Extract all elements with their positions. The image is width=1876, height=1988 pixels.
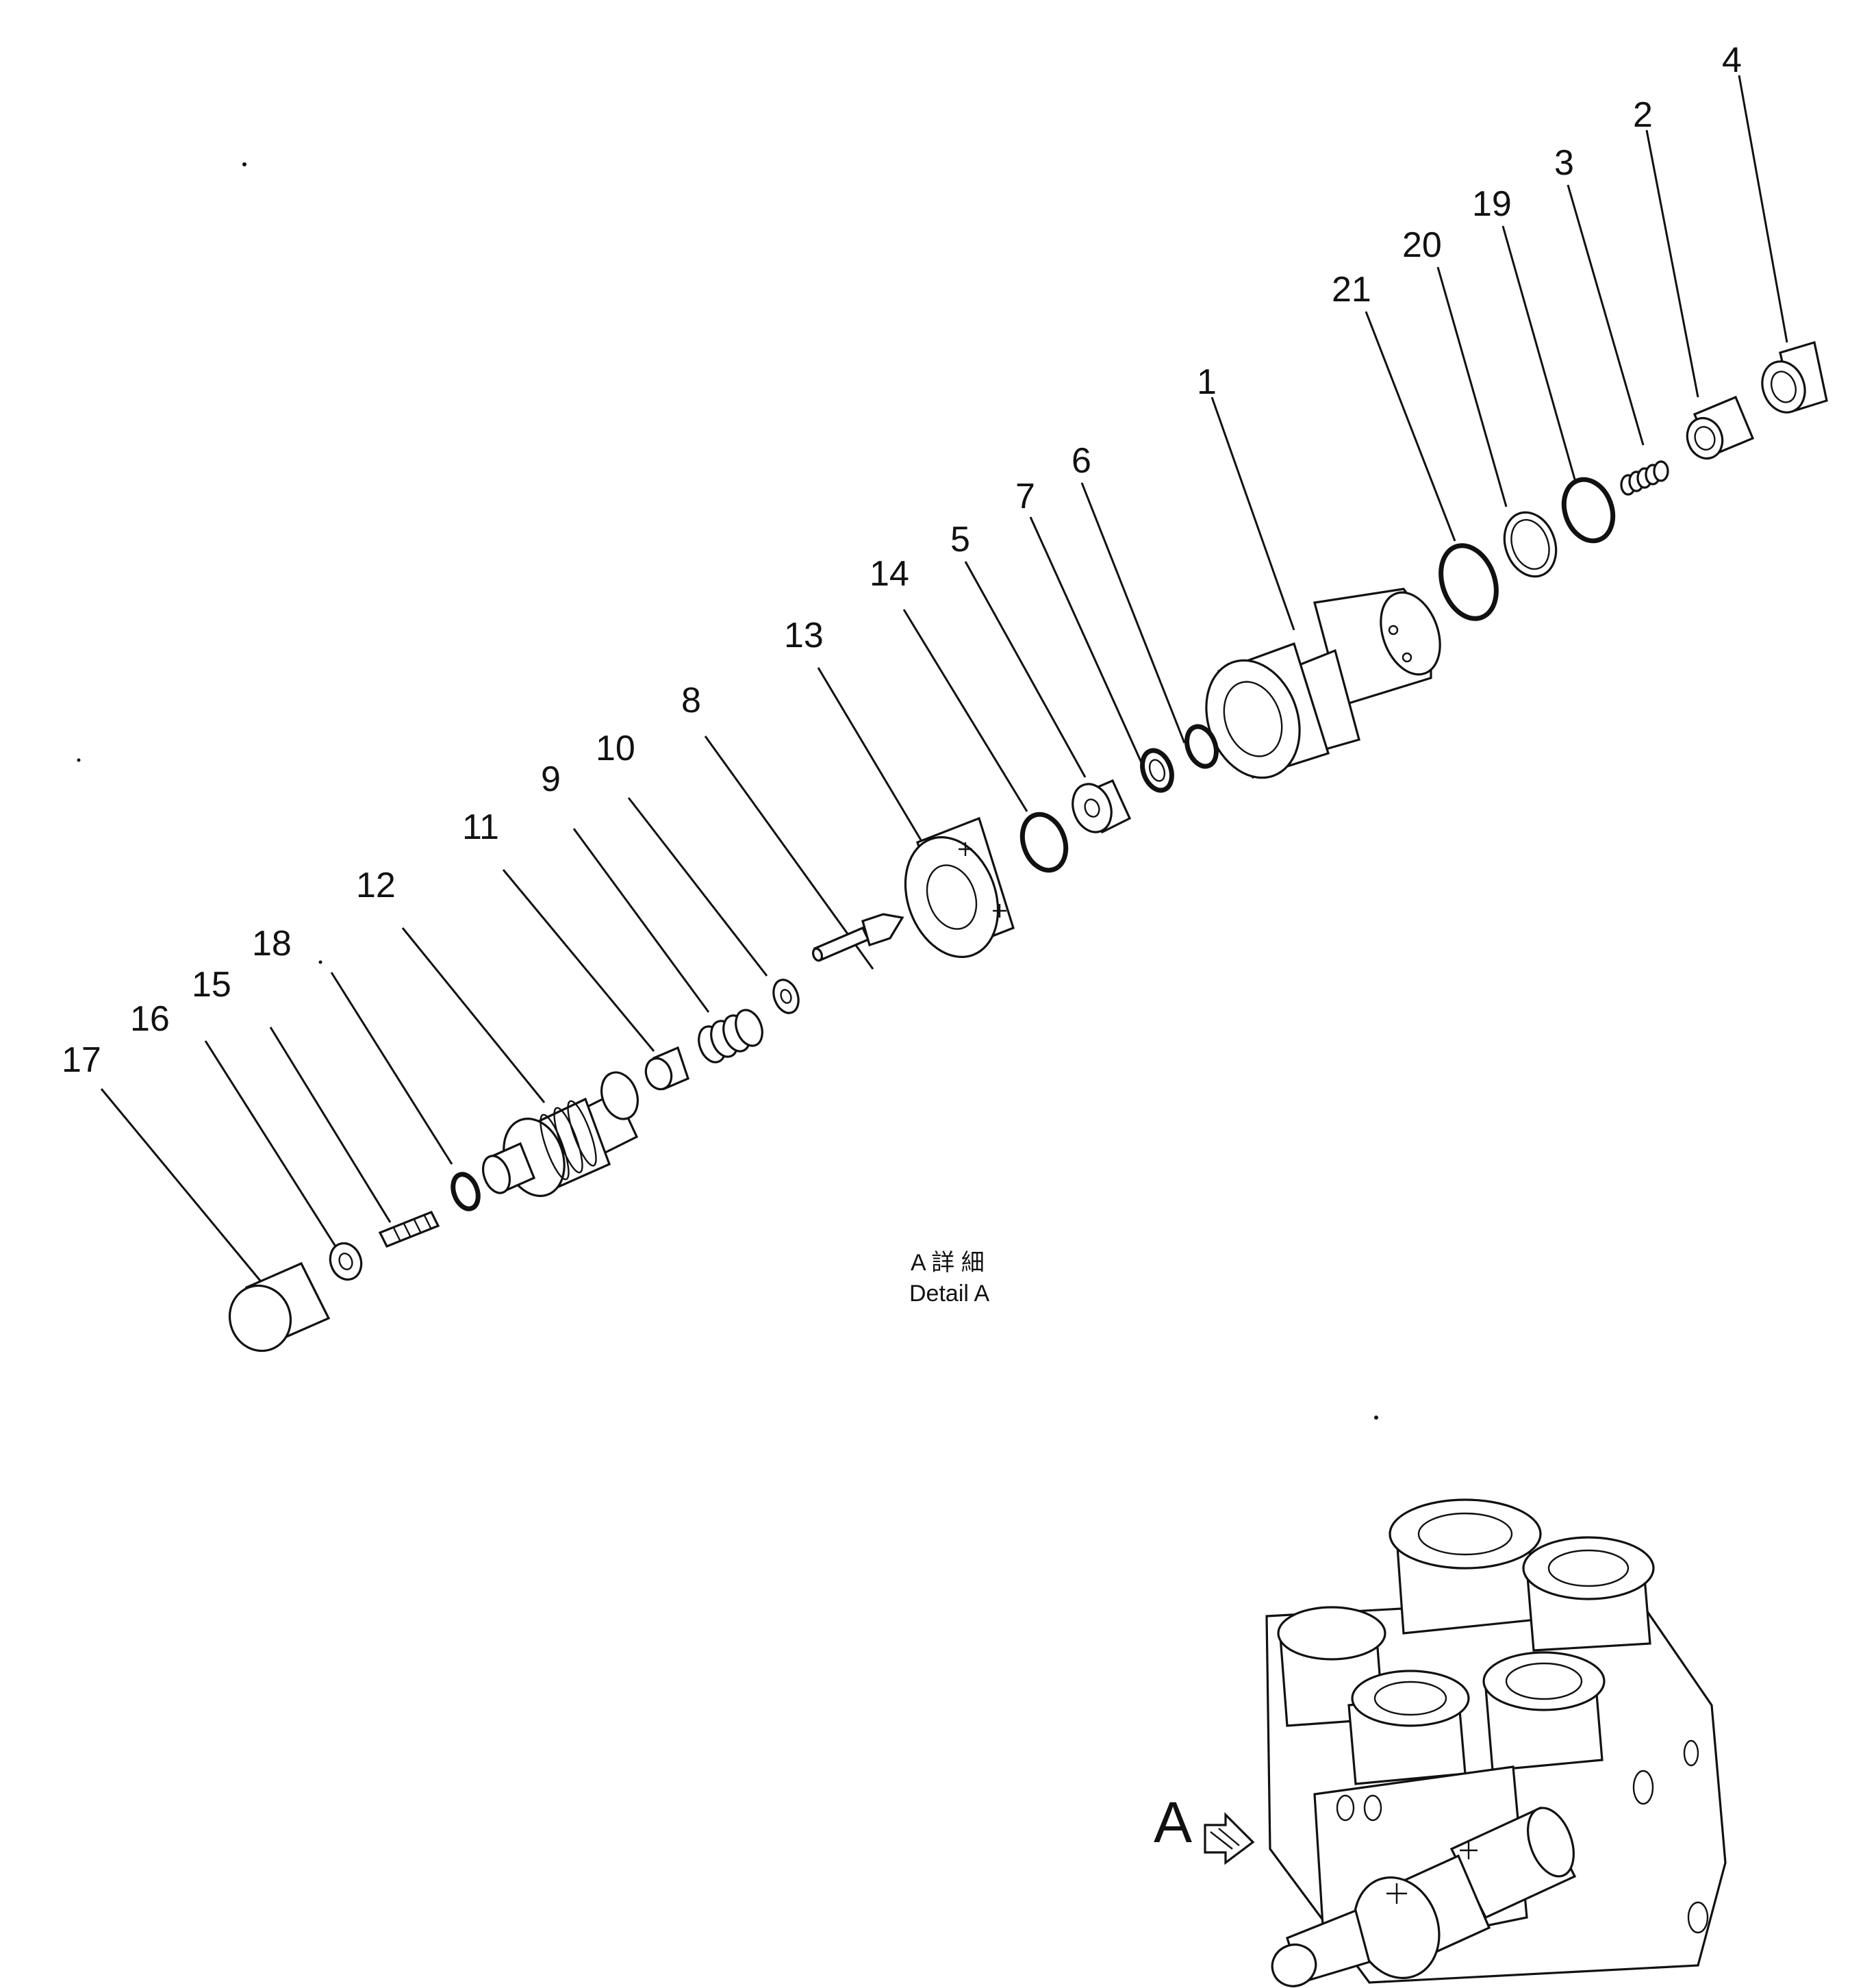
part-1-valve-sleeve: [1205, 588, 1441, 779]
callout-9: 9: [541, 759, 561, 799]
part-5-seat: [1072, 779, 1132, 834]
part-11-piston: [644, 1046, 689, 1091]
part-15-set-screw: [378, 1210, 440, 1248]
callout-13: 13: [784, 616, 824, 655]
part-18-o-ring: [451, 1172, 481, 1211]
part-9-spring: [698, 1009, 763, 1064]
part-3-spring: [1620, 460, 1669, 496]
callout-20: 20: [1402, 225, 1442, 265]
callout-16: 16: [130, 999, 170, 1039]
callout-19: 19: [1472, 184, 1512, 224]
callout-17: 17: [62, 1040, 101, 1080]
view-arrow-icon: [1204, 1812, 1255, 1865]
part-2-sleeve: [1686, 395, 1755, 460]
callout-4: 4: [1722, 40, 1742, 80]
callout-labels: 4 2 3 19 20 21 1 6 7 5 14 13 8 10 9 11 1…: [62, 40, 1742, 1080]
part-19-o-ring: [1561, 477, 1616, 544]
part-6-o-ring: [1184, 724, 1219, 769]
part-21-o-ring: [1438, 543, 1499, 621]
callout-18: 18: [252, 924, 292, 964]
callout-7: 7: [1015, 477, 1035, 516]
view-marker-letter: A: [1154, 1790, 1192, 1854]
part-14-o-ring: [1019, 811, 1069, 873]
callout-3: 3: [1554, 143, 1574, 183]
callout-2: 2: [1633, 95, 1653, 135]
part-16-lock-nut: [329, 1242, 363, 1281]
part-13-nut: [904, 816, 1015, 958]
callout-5: 5: [950, 520, 970, 559]
callout-12: 12: [356, 866, 396, 905]
control-valve-block: [1265, 1498, 1727, 1987]
scan-specks: [77, 162, 1378, 1420]
part-17-cap-nut: [228, 1261, 331, 1352]
callout-14: 14: [870, 554, 909, 594]
part-7-backup-ring: [1140, 748, 1174, 793]
callout-1: 1: [1197, 362, 1217, 402]
callout-21: 21: [1332, 270, 1371, 310]
leader-lines: [100, 75, 1788, 1281]
detail-caption-japanese: A 詳 細: [911, 1250, 985, 1276]
callout-15: 15: [192, 965, 231, 1005]
part-12-adjuster: [481, 1071, 639, 1197]
part-20-backup-ring: [1503, 511, 1558, 578]
callout-8: 8: [681, 681, 701, 720]
part-4-plug: [1761, 340, 1828, 414]
part-8-poppet: [811, 913, 904, 962]
callout-10: 10: [596, 729, 635, 768]
part-10-washer: [772, 979, 800, 1014]
callout-6: 6: [1072, 441, 1091, 481]
detail-caption-english: Detail A: [909, 1281, 989, 1307]
callout-11: 11: [462, 807, 499, 847]
